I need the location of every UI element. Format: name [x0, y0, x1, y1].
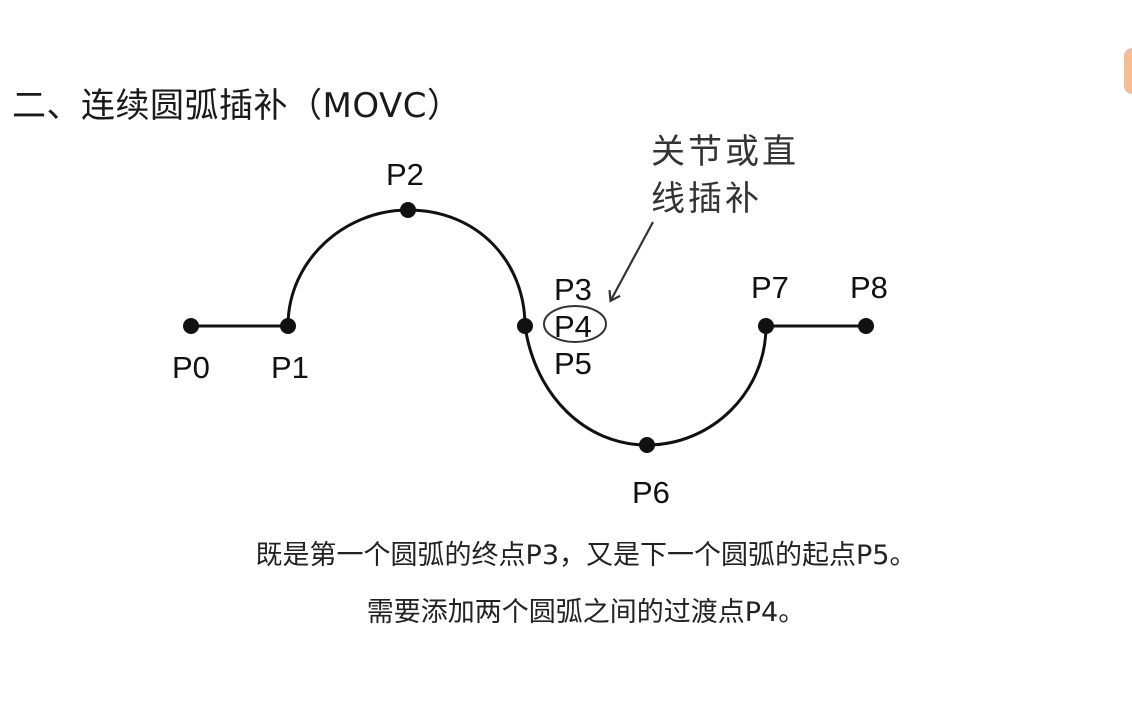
point-p6 — [639, 437, 655, 453]
p4-highlight-ellipse — [543, 305, 607, 343]
annotation-line-1: 关节或直 — [651, 132, 799, 172]
label-p1: P1 — [271, 350, 309, 385]
label-p8: P8 — [850, 270, 888, 305]
slide-title: 二、连续圆弧插补（MOVC） — [12, 86, 462, 126]
point-p3-p4-p5 — [517, 318, 533, 334]
label-p2: P2 — [386, 157, 424, 192]
caption-line-1: 既是第一个圆弧的终点P3，又是下一个圆弧的起点P5。 — [255, 540, 917, 571]
point-p2 — [400, 202, 416, 218]
point-p8 — [858, 318, 874, 334]
label-p7: P7 — [751, 270, 789, 305]
point-p0 — [183, 318, 199, 334]
annotation-arrow — [608, 221, 654, 303]
label-p4: P4 — [554, 309, 592, 344]
label-p3: P3 — [554, 272, 592, 307]
point-p1 — [280, 318, 296, 334]
label-p6: P6 — [632, 475, 670, 510]
arc-p1-p2-p3 — [286, 208, 527, 327]
annotation-line-2: 线插补 — [651, 179, 762, 219]
point-p7 — [758, 318, 774, 334]
label-p0: P0 — [172, 350, 210, 385]
caption-line-2: 需要添加两个圆弧之间的过渡点P4。 — [366, 597, 806, 628]
label-p5: P5 — [554, 346, 592, 381]
edge-accent-shape — [1124, 48, 1132, 94]
